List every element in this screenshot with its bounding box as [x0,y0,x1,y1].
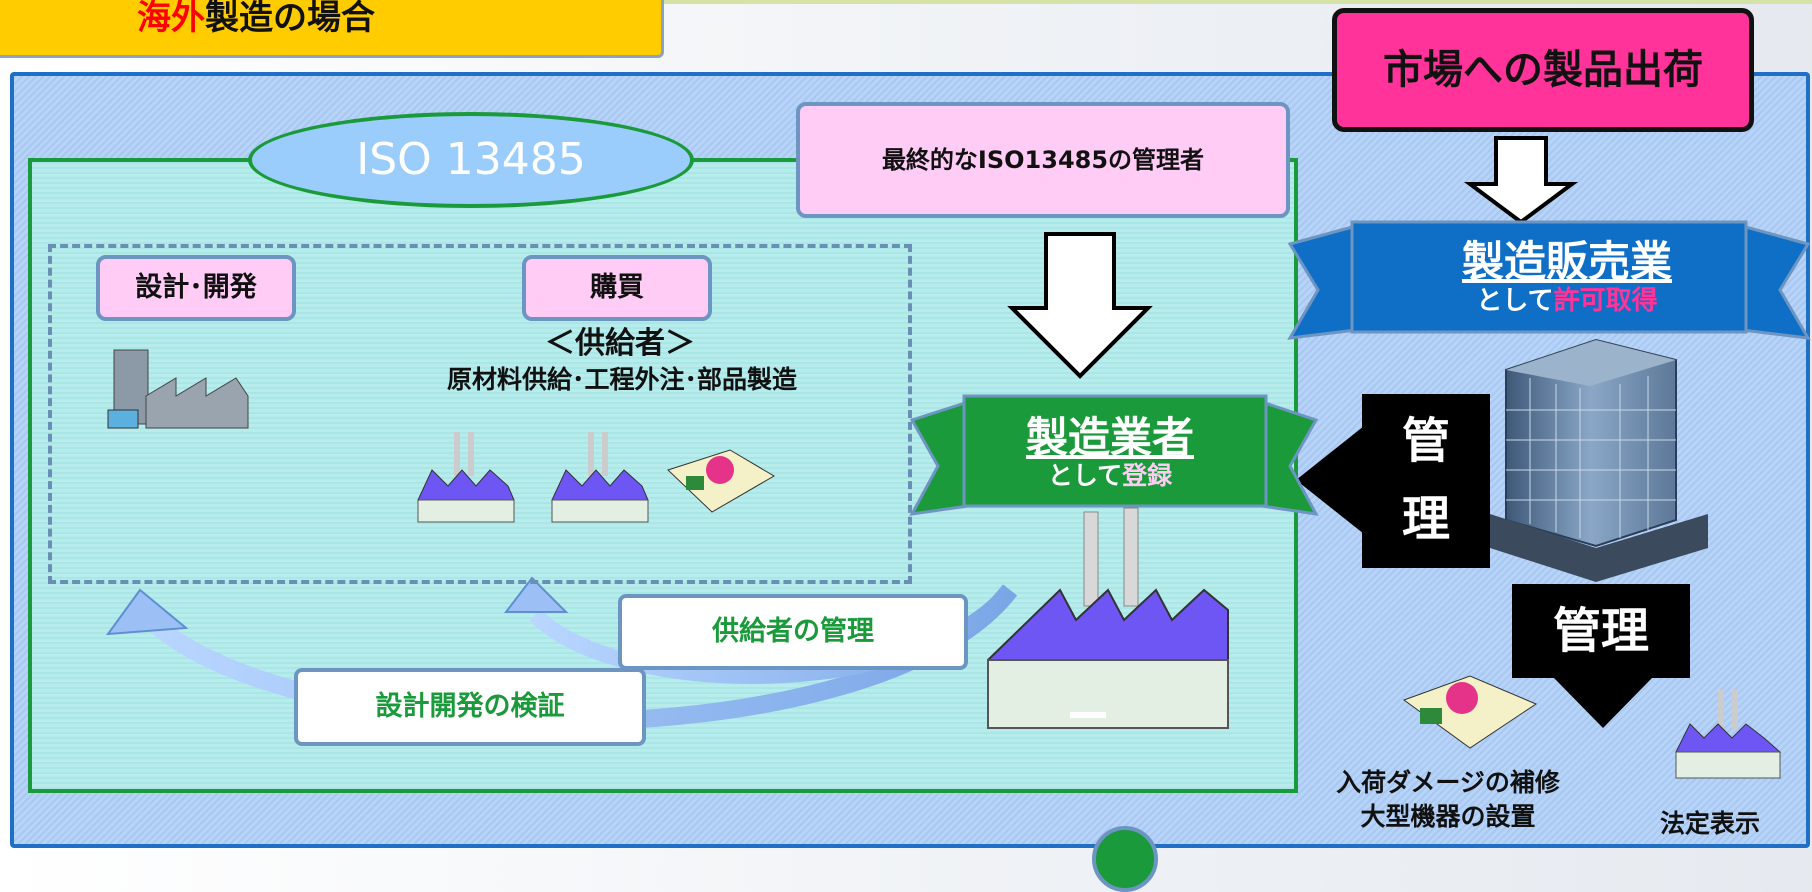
seller-ribbon-left-tail [1287,224,1358,340]
mgmt-down-arrow-label: 管理 [1512,584,1690,678]
mfr-sub-highlight: 登録 [1122,461,1173,490]
mgmt-v-line1: 管 [1401,413,1450,469]
supplier-factory-icon-2 [551,432,649,523]
supplier-mgmt-arrowhead [503,576,569,613]
supplier-heading: ＜供給者＞ [545,326,695,361]
design-office-icon [107,349,249,429]
seller-sub-prefix: として [1476,286,1554,316]
repair-caption-line2: 大型機器の設置 [1360,802,1536,831]
manufacturer-factory-icon [987,507,1229,729]
office-building-icon [1490,338,1708,582]
supplier-mgmt-box: 供給者の管理 [618,594,968,670]
diagram-graphics [105,136,1811,779]
seller-ribbon-subtitle: として許可取得 [1352,280,1782,317]
title-rest: 製造の場合 [205,0,375,38]
design-verify-arrowhead [105,588,189,636]
mgmt-left-arrowhead [1296,426,1364,534]
final-manager-box: 最終的なISO13485の管理者 [796,102,1290,218]
supplier-factory-icon-1 [417,432,515,523]
seller-ribbon-right-tail [1740,224,1811,340]
page-title: 海外製造の場合 [0,0,664,58]
legal-label-factory-icon [1675,690,1782,779]
outsourced-scope [48,244,912,584]
repair-caption-line1: 入荷ダメージの補修 [1336,768,1560,797]
slide-nav-button[interactable] [1092,826,1158,892]
design-verify-box: 設計開発の検証 [294,668,646,746]
supplier-subtitle: 原材料供給･工程外注･部品製造 [446,365,797,394]
legal-label-caption: 法定表示 [1659,809,1760,838]
mgmt-v-line2: 理 [1401,491,1450,547]
market-down-arrow [1463,136,1579,225]
title-highlight: 海外 [137,0,205,38]
seller-ribbon-body [1350,220,1748,334]
manufacturer-ribbon-body [962,394,1268,508]
market-shipment-box: 市場への製品出荷 [1332,8,1754,132]
manufacturer-ribbon-right-tail [1260,399,1319,516]
top-accent-line [660,0,1812,4]
mgmt-left-arrow-label: 管理 [1362,394,1490,568]
manufacturer-ribbon-subtitle: として登録 [960,456,1260,492]
manufacturer-ribbon-left-tail [909,399,970,516]
mgmt-down-arrowhead [1554,678,1652,728]
seller-ribbon-title: 製造販売業 [1461,237,1672,286]
final-manager-down-arrow [1007,232,1153,379]
technician-clipart-icon-1 [667,449,775,513]
mfr-sub-prefix: として [1047,461,1123,490]
design-dev-box: 設計･開発 [96,255,296,321]
manufacturer-ribbon-title: 製造業者 [1025,413,1194,462]
seller-sub-highlight: 許可取得 [1553,286,1658,316]
technician-clipart-icon-2 [1402,675,1538,749]
iso-label: ISO 13485 [248,112,694,208]
repair-caption: 入荷ダメージの補修大型機器の設置 [1312,766,1584,834]
purchase-box: 購買 [522,255,712,321]
